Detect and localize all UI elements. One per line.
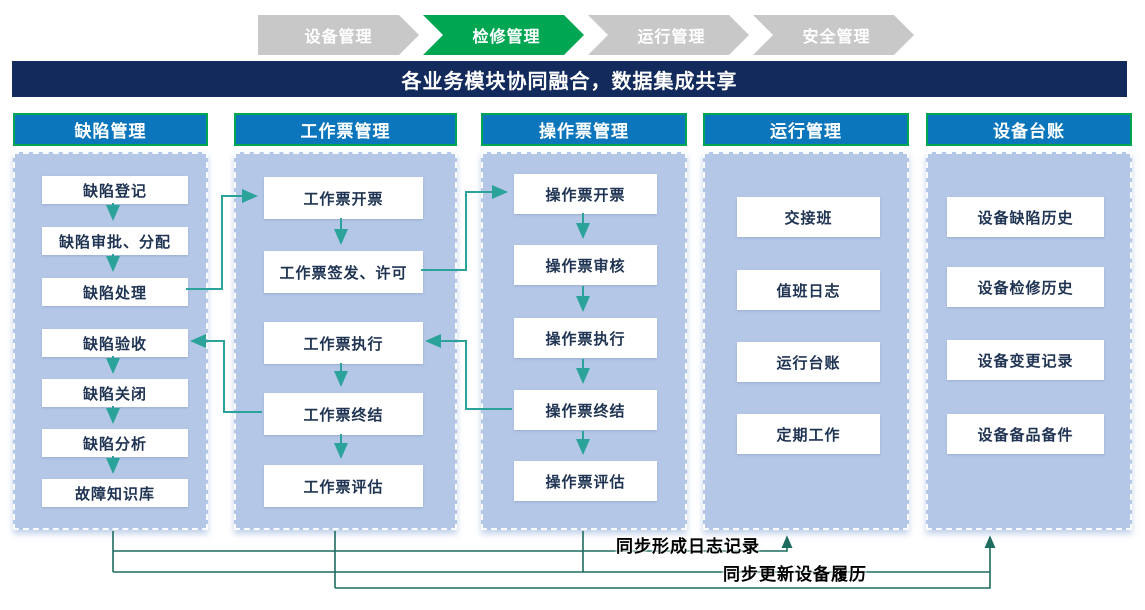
flow-node-workticket-issue: 工作票开票 (264, 177, 423, 219)
column-header-defect-management: 缺陷管理 (13, 113, 208, 146)
flow-node-opticket-execute: 操作票执行 (514, 318, 657, 358)
flow-node-periodic-work: 定期工作 (737, 414, 880, 454)
flow-node-fault-knowledge: 故障知识库 (42, 479, 188, 507)
tab-label: 安全管理 (802, 29, 871, 46)
tab-equipment-management[interactable]: 设备管理 (258, 15, 419, 55)
flow-node-duty-log: 值班日志 (737, 270, 880, 310)
tab-label: 运行管理 (637, 29, 706, 46)
flow-node-opticket-end: 操作票终结 (514, 390, 657, 430)
tab-label: 设备管理 (304, 29, 373, 46)
flow-node-shift-handover: 交接班 (737, 197, 880, 237)
flow-node-workticket-execute: 工作票执行 (264, 322, 423, 364)
flow-node-defect-approve: 缺陷审批、分配 (42, 227, 188, 255)
column-header-work-ticket: 工作票管理 (234, 113, 457, 146)
column-panel-equipment-ledger: 设备缺陷历史 设备检修历史 设备变更记录 设备备品备件 (926, 152, 1132, 530)
flow-node-opticket-evaluate: 操作票评估 (514, 461, 657, 501)
flow-node-equipment-defect-history: 设备缺陷历史 (947, 197, 1104, 237)
tab-label: 检修管理 (472, 29, 541, 46)
flow-node-defect-handle: 缺陷处理 (42, 278, 188, 306)
flow-node-equipment-repair-history: 设备检修历史 (947, 267, 1104, 307)
flow-node-defect-register: 缺陷登记 (42, 176, 188, 204)
column-panel-defect-management: 缺陷登记 缺陷审批、分配 缺陷处理 缺陷验收 缺陷关闭 缺陷分析 故障知识库 (13, 152, 208, 530)
flow-node-equipment-spare-parts: 设备备品备件 (947, 414, 1104, 454)
column-header-operation-management: 运行管理 (703, 113, 909, 146)
column-header-operation-ticket: 操作票管理 (481, 113, 687, 146)
banner-title: 各业务模块协同融合，数据集成共享 (12, 61, 1127, 97)
label-sync-log-record: 同步形成日志记录 (616, 537, 760, 556)
flow-node-workticket-evaluate: 工作票评估 (264, 465, 423, 507)
flow-node-opticket-issue: 操作票开票 (514, 174, 657, 214)
flow-node-equipment-change-record: 设备变更记录 (947, 340, 1104, 380)
flow-node-opticket-review: 操作票审核 (514, 245, 657, 285)
tab-maintenance-management[interactable]: 检修管理 (423, 15, 584, 55)
column-panel-operation-ticket: 操作票开票 操作票审核 操作票执行 操作票终结 操作票评估 (481, 152, 687, 530)
column-panel-work-ticket: 工作票开票 工作票签发、许可 工作票执行 工作票终结 工作票评估 (234, 152, 457, 530)
column-panel-operation-management: 交接班 值班日志 运行台账 定期工作 (703, 152, 909, 530)
label-sync-equipment-history: 同步更新设备履历 (723, 565, 867, 584)
flow-node-defect-close: 缺陷关闭 (42, 379, 188, 407)
module-tab-bar: 设备管理 检修管理 运行管理 安全管理 (258, 15, 918, 55)
flow-node-operation-ledger: 运行台账 (737, 342, 880, 382)
flow-node-workticket-end: 工作票终结 (264, 393, 423, 435)
flow-node-defect-accept: 缺陷验收 (42, 329, 188, 357)
column-header-equipment-ledger: 设备台账 (926, 113, 1132, 146)
flow-node-workticket-sign: 工作票签发、许可 (264, 251, 423, 293)
flow-node-defect-analyze: 缺陷分析 (42, 429, 188, 457)
tab-operation-management[interactable]: 运行管理 (588, 15, 749, 55)
tab-safety-management[interactable]: 安全管理 (753, 15, 914, 55)
